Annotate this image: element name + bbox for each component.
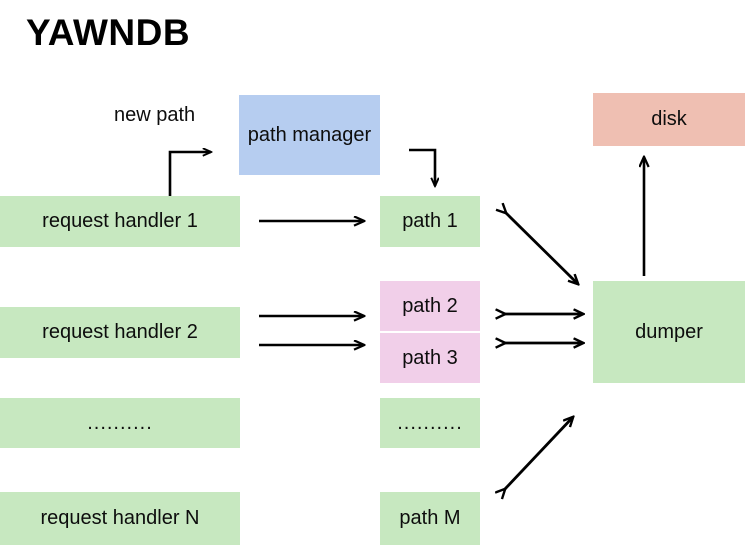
page-title: YAWNDB (26, 12, 191, 53)
node-request-handler-1[interactable]: request handler 1 (0, 196, 240, 247)
node-path-ellipsis-label: .......... (397, 411, 463, 434)
node-dumper-label: dumper (635, 320, 703, 343)
node-path-m-label: path M (399, 507, 461, 529)
node-path-manager[interactable]: path manager (239, 95, 380, 175)
node-disk[interactable]: disk (593, 93, 745, 146)
node-request-handler-2[interactable]: request handler 2 (0, 307, 240, 358)
node-path-1-label: path 1 (402, 210, 458, 232)
node-request-handler-ellipsis: .......... (0, 398, 240, 448)
edge-path-1-to-dumper (506, 213, 578, 284)
node-path-m[interactable]: path M (380, 492, 480, 545)
node-path-manager-label: path manager (247, 123, 372, 146)
node-path-2[interactable]: path 2 (380, 281, 480, 331)
node-request-handler-2-label: request handler 2 (42, 321, 198, 343)
node-path-1[interactable]: path 1 (380, 196, 480, 247)
node-dumper[interactable]: dumper (593, 281, 745, 383)
node-path-ellipsis: .......... (380, 398, 480, 448)
node-request-handler-ellipsis-label: .......... (87, 411, 153, 434)
node-request-handler-1-label: request handler 1 (42, 210, 198, 232)
new-path-label: new path (114, 104, 196, 126)
node-request-handler-n-label: request handler N (40, 507, 200, 529)
edge-path-m-to-dumper (505, 417, 573, 489)
edge-path-manager-to-path-1 (409, 148, 435, 186)
node-request-handler-n[interactable]: request handler N (0, 492, 240, 545)
node-path-3[interactable]: path 3 (380, 333, 480, 383)
edge-handler-1-to-path-manager (168, 152, 211, 196)
node-disk-label: disk (651, 108, 687, 130)
node-path-2-label: path 2 (402, 294, 458, 317)
node-path-3-label: path 3 (402, 346, 458, 369)
